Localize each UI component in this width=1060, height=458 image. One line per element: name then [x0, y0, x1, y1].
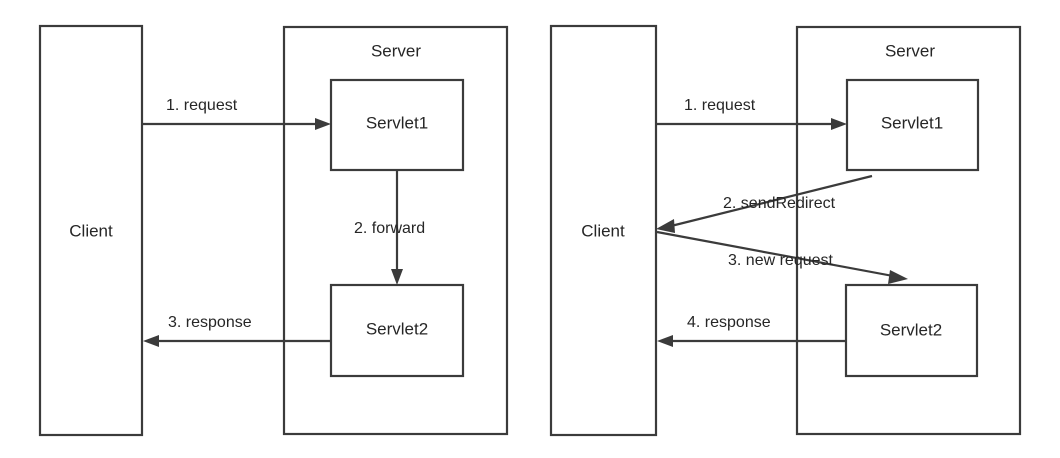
servlet2-label-redirect: Servlet2	[880, 320, 942, 339]
flow-redirect-3-new-request: 3. new request	[656, 230, 908, 284]
arrowhead-icon	[143, 335, 159, 347]
arrowhead-icon	[315, 118, 331, 130]
servlet2-box-forward[interactable]	[329, 283, 465, 378]
flow-line	[656, 230, 894, 278]
servlet1-box-redirect[interactable]	[845, 78, 980, 172]
arrowhead-icon	[657, 335, 673, 347]
arrowhead-icon	[391, 269, 403, 285]
flow-label-3-new-request: 3. new request	[728, 252, 834, 269]
flow-redirect-1-request: 1. request	[656, 97, 847, 130]
servlet1-label-forward: Servlet1	[366, 113, 428, 132]
servlet1-box-forward[interactable]	[329, 78, 465, 172]
panel-forward: Client Server Servlet1 Servlet2 1. reque…	[38, 24, 509, 437]
flow-forward-2-forward: 2. forward	[354, 170, 425, 285]
panel-sendredirect: Client Server Servlet1 Servlet2 1. reque…	[549, 24, 1022, 437]
flow-label-3-response: 3. response	[168, 314, 252, 331]
servlet2-label-forward: Servlet2	[366, 319, 428, 338]
flow-label-1-request: 1. request	[166, 97, 238, 114]
flow-label-2-forward: 2. forward	[354, 220, 425, 237]
flow-forward-3-response: 3. response	[143, 314, 331, 347]
arrowhead-icon	[656, 219, 675, 233]
flow-redirect-2-sendredirect: 2. sendRedirect	[656, 174, 873, 233]
arrowhead-icon	[888, 270, 908, 284]
flow-label-2-sendredirect: 2. sendRedirect	[723, 195, 836, 212]
servlet2-box-redirect[interactable]	[844, 283, 979, 378]
flow-forward-1-request: 1. request	[142, 97, 331, 130]
flow-label-4-response: 4. response	[687, 314, 771, 331]
client-label-forward: Client	[69, 221, 113, 240]
flow-label-1-request: 1. request	[684, 97, 756, 114]
client-label-redirect: Client	[581, 221, 625, 240]
arrowhead-icon	[831, 118, 847, 130]
server-label-forward: Server	[371, 41, 421, 60]
server-label-redirect: Server	[885, 41, 935, 60]
client-box-forward[interactable]	[38, 24, 144, 437]
client-box-redirect[interactable]	[549, 24, 658, 437]
servlet1-label-redirect: Servlet1	[881, 113, 943, 132]
flow-line	[670, 174, 873, 228]
flow-redirect-4-response: 4. response	[657, 314, 846, 347]
